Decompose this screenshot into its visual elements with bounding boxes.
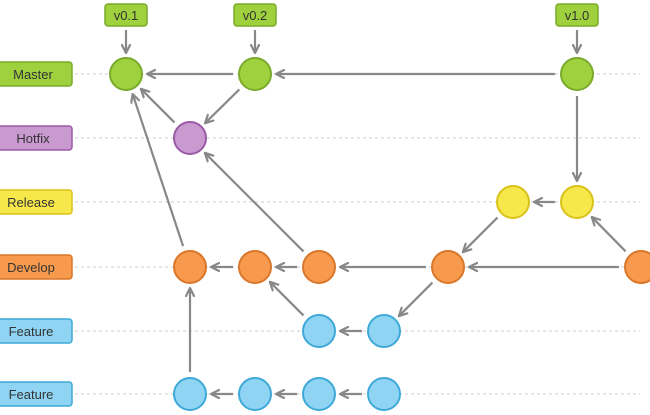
commit-feature-2-c: [302, 377, 336, 411]
commit-develop-1: [173, 250, 207, 284]
edge-f1a-to-d2: [271, 283, 305, 317]
tag-label: v0.2: [243, 8, 268, 23]
commit-hotfix: [173, 121, 207, 155]
tag-label: v1.0: [565, 8, 590, 23]
lane-label-text: Hotfix: [16, 131, 50, 146]
tag-box: [555, 3, 599, 27]
commit-master-v0-1: [109, 57, 143, 91]
commit-release-2: [560, 185, 594, 219]
commit-feature-2-b: [238, 377, 272, 411]
commit-feature-1-a: [302, 314, 336, 348]
lane-label-master: Master: [0, 61, 73, 87]
lane-label-text: Feature: [9, 387, 54, 402]
commit-develop-2: [238, 250, 272, 284]
edge-d3-to-h1: [206, 154, 305, 253]
lane-label-text: Develop: [7, 260, 55, 275]
lane-label-feature-1: Feature: [0, 318, 73, 344]
commit-feature-2-a: [173, 377, 207, 411]
lane-label-box: [0, 189, 73, 215]
edge-d4-to-f1b: [400, 281, 434, 316]
lane-label-box: [0, 254, 73, 280]
commit-feature-2-d: [367, 377, 401, 411]
lane-label-develop: Develop: [0, 254, 73, 280]
lane-label-text: Master: [13, 67, 53, 82]
tag-box: [233, 3, 277, 27]
lane-label-box: [0, 61, 73, 87]
edge-r1-to-d4: [464, 216, 499, 252]
commit-develop-5: [624, 250, 650, 284]
lane-label-box: [0, 125, 73, 151]
commit-feature-1-b: [367, 314, 401, 348]
commit-develop-3: [302, 250, 336, 284]
edge-d1-to-m1: [133, 95, 185, 247]
commit-nodes: [109, 57, 650, 411]
lane-label-text: Release: [7, 195, 55, 210]
commit-master-v1-0: [560, 57, 594, 91]
tag-v1-0: v1.0: [555, 3, 599, 52]
lane-guides: [75, 73, 640, 395]
tag-v0-1: v0.1: [104, 3, 148, 52]
tag-v0-2: v0.2: [233, 3, 277, 52]
lane-label-hotfix: Hotfix: [0, 125, 73, 151]
lane-label-text: Feature: [9, 324, 54, 339]
tag-box: [104, 3, 148, 27]
lane-label-box: [0, 318, 73, 344]
commit-edges: [133, 74, 627, 394]
lane-label-feature-2: Feature: [0, 381, 73, 407]
edge-h1-to-m1: [142, 90, 176, 124]
edge-m2-to-h1: [206, 88, 241, 122]
commit-master-v0-2: [238, 57, 272, 91]
lane-label-box: [0, 381, 73, 407]
edge-d5-to-r2: [592, 218, 627, 253]
commit-develop-4: [431, 250, 465, 284]
lane-label-release: Release: [0, 189, 73, 215]
tag-label: v0.1: [114, 8, 139, 23]
commit-release-1: [496, 185, 530, 219]
